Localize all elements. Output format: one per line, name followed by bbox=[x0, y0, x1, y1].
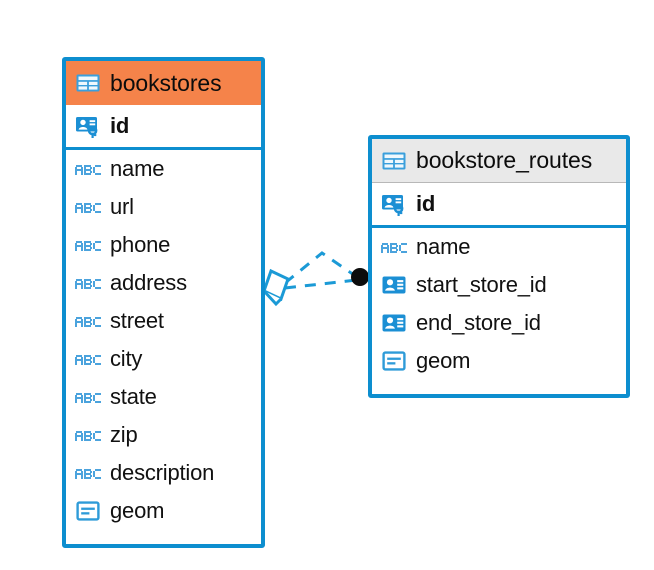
entity-field-list: id bbox=[66, 105, 261, 530]
entity-field-list: id bbox=[372, 183, 626, 380]
field-label-street: street bbox=[110, 308, 164, 333]
field-icon-slot bbox=[75, 346, 101, 372]
field-icon-slot bbox=[381, 348, 407, 374]
field-icon-slot bbox=[75, 113, 101, 139]
field-row-city[interactable]: city bbox=[66, 340, 261, 378]
geometry-icon bbox=[75, 498, 101, 524]
field-row-start_store_id[interactable]: start_store_id bbox=[372, 266, 626, 304]
field-label-phone: phone bbox=[110, 232, 171, 257]
field-row-id[interactable]: id bbox=[372, 183, 626, 228]
field-label-url: url bbox=[110, 194, 134, 219]
field-row-zip[interactable]: zip bbox=[66, 416, 261, 454]
field-icon-slot bbox=[75, 270, 101, 296]
abc-text-icon bbox=[75, 346, 101, 372]
field-row-state[interactable]: state bbox=[66, 378, 261, 416]
field-icon-slot bbox=[75, 194, 101, 220]
field-label-name: name bbox=[416, 234, 471, 259]
field-icon-slot bbox=[75, 308, 101, 334]
foreign-key-icon bbox=[381, 310, 407, 336]
table-icon bbox=[75, 70, 101, 96]
field-label-state: state bbox=[110, 384, 157, 409]
field-icon-slot bbox=[75, 460, 101, 486]
field-label-description: description bbox=[110, 460, 215, 485]
field-label-zip: zip bbox=[110, 422, 138, 447]
field-label-address: address bbox=[110, 270, 187, 295]
field-label-name: name bbox=[110, 156, 165, 181]
field-row-id[interactable]: id bbox=[66, 105, 261, 150]
field-icon-slot bbox=[381, 191, 407, 217]
abc-text-icon bbox=[75, 270, 101, 296]
entity-header-icon-slot bbox=[381, 148, 407, 174]
entity-header-bookstores[interactable]: bookstores bbox=[66, 61, 261, 105]
relationship-endpoint-dot bbox=[351, 268, 369, 286]
field-row-name[interactable]: name bbox=[372, 228, 626, 266]
field-icon-slot bbox=[75, 422, 101, 448]
field-label-end_store_id: end_store_id bbox=[416, 310, 541, 335]
field-label-start_store_id: start_store_id bbox=[416, 272, 547, 297]
abc-text-icon bbox=[75, 422, 101, 448]
entity-title-bookstore_routes: bookstore_routes bbox=[416, 147, 593, 173]
entity-title-bookstores: bookstores bbox=[110, 69, 222, 96]
entity-table-bookstores[interactable]: bookstores id bbox=[62, 57, 265, 548]
field-icon-slot bbox=[381, 272, 407, 298]
field-icon-slot bbox=[381, 310, 407, 336]
field-icon-slot bbox=[75, 232, 101, 258]
abc-text-icon bbox=[75, 308, 101, 334]
abc-text-icon bbox=[381, 234, 407, 260]
field-row-geom[interactable]: geom bbox=[372, 342, 626, 380]
field-row-phone[interactable]: phone bbox=[66, 226, 261, 264]
foreign-key-icon bbox=[381, 272, 407, 298]
relationship-diamond-marker bbox=[262, 268, 290, 302]
entity-header-icon-slot bbox=[75, 70, 101, 96]
field-row-street[interactable]: street bbox=[66, 302, 261, 340]
field-label-geom: geom bbox=[416, 348, 471, 373]
abc-text-icon bbox=[75, 232, 101, 258]
abc-text-icon bbox=[75, 384, 101, 410]
field-icon-slot bbox=[75, 498, 101, 524]
field-row-description[interactable]: description bbox=[66, 454, 261, 492]
abc-text-icon bbox=[75, 460, 101, 486]
field-label-city: city bbox=[110, 346, 143, 371]
field-icon-slot bbox=[75, 384, 101, 410]
field-icon-slot bbox=[75, 156, 101, 182]
field-label-id: id bbox=[110, 113, 130, 138]
entity-table-bookstore_routes[interactable]: bookstore_routes id bbox=[368, 135, 630, 398]
abc-text-icon bbox=[75, 194, 101, 220]
table-icon bbox=[381, 148, 407, 174]
abc-text-icon bbox=[75, 156, 101, 182]
primary-key-icon bbox=[75, 113, 101, 139]
geometry-icon bbox=[381, 348, 407, 374]
field-row-url[interactable]: url bbox=[66, 188, 261, 226]
field-label-id: id bbox=[416, 191, 436, 216]
field-icon-slot bbox=[381, 234, 407, 260]
relationship-diamond-tail bbox=[262, 289, 283, 307]
field-row-geom[interactable]: geom bbox=[66, 492, 261, 530]
relationship-line-upper bbox=[284, 251, 358, 285]
field-label-geom: geom bbox=[110, 498, 165, 523]
entity-header-bookstore_routes[interactable]: bookstore_routes bbox=[372, 139, 626, 183]
relationship-line-lower bbox=[284, 278, 358, 290]
field-row-name[interactable]: name bbox=[66, 150, 261, 188]
primary-key-icon bbox=[381, 191, 407, 217]
field-row-end_store_id[interactable]: end_store_id bbox=[372, 304, 626, 342]
field-row-address[interactable]: address bbox=[66, 264, 261, 302]
